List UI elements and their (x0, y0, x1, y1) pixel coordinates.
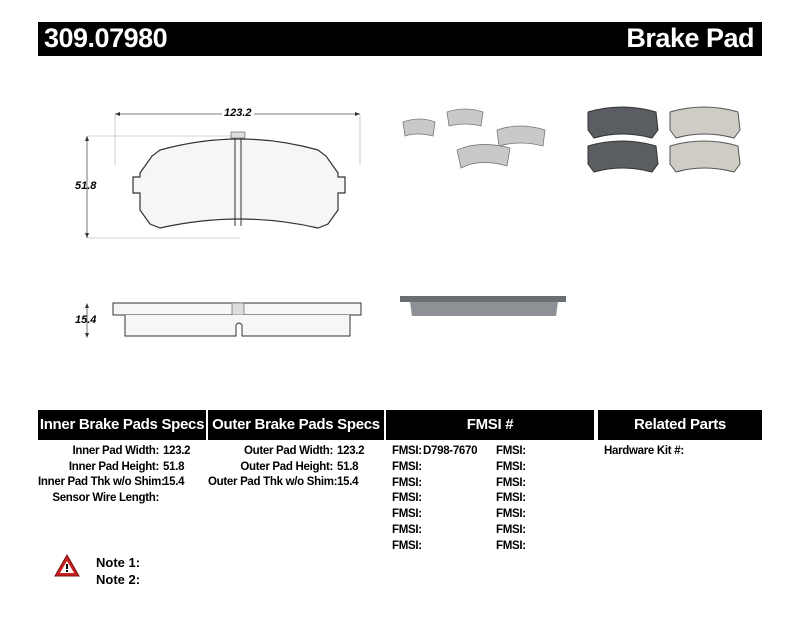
fmsi-row: FMSI: FMSI: (392, 459, 588, 475)
related-parts-header: Related Parts (598, 410, 762, 440)
spec-row: Outer Pad Thk w/o Shim: 15.4 (208, 474, 383, 490)
fmsi-value (423, 490, 496, 506)
fmsi-label: FMSI: (392, 476, 422, 489)
fmsi-label: FMSI: (392, 460, 422, 473)
fmsi-value (423, 538, 496, 554)
fmsi-label: FMSI: (496, 508, 526, 521)
part-number: 309.07980 (44, 23, 168, 53)
spec-label: Outer Pad Thk w/o Shim: (208, 476, 338, 488)
thickness-dimension: 15.4 (75, 314, 97, 326)
outer-specs-header: Outer Brake Pads Specs (208, 410, 384, 440)
pad-drawing-front (85, 112, 361, 239)
fmsi-label: FMSI: (496, 539, 526, 552)
inner-specs-header: Inner Brake Pads Specs (38, 410, 206, 440)
fmsi-row: FMSI: D798-7670 FMSI: (392, 443, 588, 459)
fmsi-row: FMSI: FMSI: (392, 475, 588, 491)
fmsi-label: FMSI: (392, 492, 422, 505)
spec-row: Sensor Wire Length: (38, 490, 209, 506)
hardware-kit-row: Hardware Kit #: (604, 443, 754, 459)
spec-label: Sensor Wire Length: (52, 491, 159, 504)
fmsi-value (423, 522, 496, 538)
hardware-kit-label: Hardware Kit #: (604, 445, 684, 457)
spec-row: Outer Pad Width: 123.2 (208, 443, 383, 459)
fmsi-row: FMSI: FMSI: (392, 538, 588, 554)
spec-row: Inner Pad Thk w/o Shim: 15.4 (38, 474, 209, 490)
spec-row: Inner Pad Width: 123.2 (38, 443, 209, 459)
fmsi-row: FMSI: FMSI: (392, 506, 588, 522)
warning-triangle-icon (54, 554, 80, 577)
spec-value: 15.4 (163, 476, 185, 488)
pad-set-photo (402, 108, 546, 169)
product-title: Brake Pad (626, 23, 754, 53)
pad-drawing-side (85, 302, 362, 338)
spec-label: Inner Pad Thk w/o Shim: (38, 476, 165, 488)
fmsi-label: FMSI: (496, 476, 526, 489)
fmsi-label: FMSI: (496, 460, 526, 473)
height-dimension: 51.8 (75, 180, 97, 192)
note-1: Note 1: (96, 555, 141, 570)
spec-label: Inner Pad Height: (68, 460, 159, 473)
fmsi-label: FMSI: (392, 508, 422, 521)
note-2: Note 2: (96, 572, 141, 587)
fmsi-value (423, 459, 496, 475)
spec-value: 123.2 (163, 445, 191, 457)
fmsi-label: FMSI: (496, 492, 526, 505)
fmsi-label: FMSI: (496, 445, 526, 457)
fmsi-value (423, 506, 496, 522)
title-bar: 309.07980 Brake Pad (38, 22, 762, 56)
spec-value: 51.8 (163, 460, 185, 473)
fmsi-label: FMSI: (392, 524, 422, 536)
spec-label: Inner Pad Width: (72, 445, 160, 457)
fmsi-label: FMSI: (392, 539, 422, 552)
pad-pair-photo (587, 106, 741, 173)
spec-row: Outer Pad Height: 51.8 (208, 459, 383, 475)
fmsi-row: FMSI: FMSI: (392, 490, 588, 506)
spec-value: 15.4 (337, 476, 359, 488)
spec-value: 123.2 (337, 445, 365, 457)
spec-value: 51.8 (337, 460, 359, 473)
spec-label: Outer Pad Width: (243, 445, 333, 457)
fmsi-value: D798-7670 (423, 445, 478, 457)
fmsi-label: FMSI: (392, 445, 422, 457)
width-dimension: 123.2 (222, 107, 254, 119)
spec-row: Inner Pad Height: 51.8 (38, 459, 209, 475)
fmsi-label: FMSI: (496, 524, 526, 536)
fmsi-value (423, 475, 496, 491)
fmsi-row: FMSI: FMSI: (392, 522, 588, 538)
fmsi-header: FMSI # (386, 410, 594, 440)
pad-side-photo (400, 296, 566, 316)
spec-label: Outer Pad Height: (240, 460, 333, 473)
